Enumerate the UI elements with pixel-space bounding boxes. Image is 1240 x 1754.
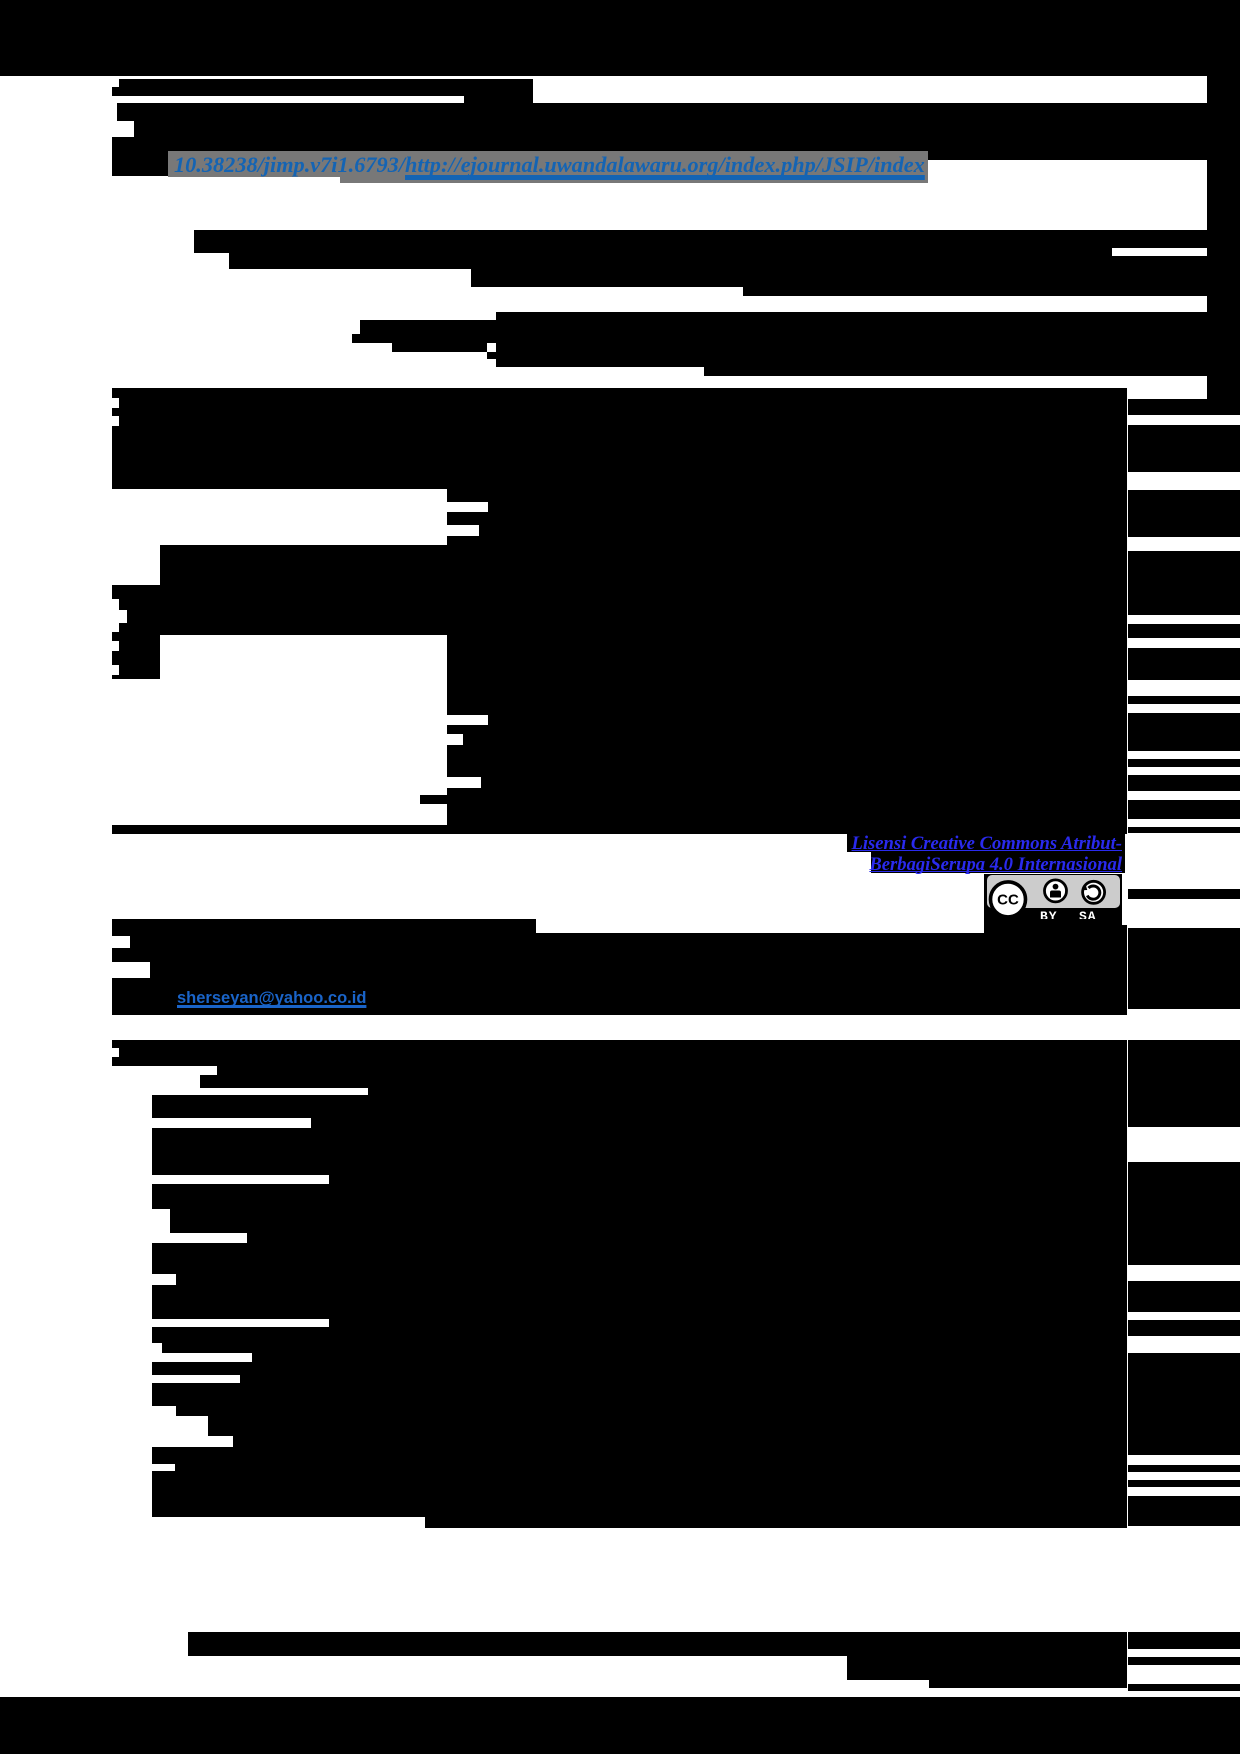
svg-text:CC: CC xyxy=(997,891,1019,908)
